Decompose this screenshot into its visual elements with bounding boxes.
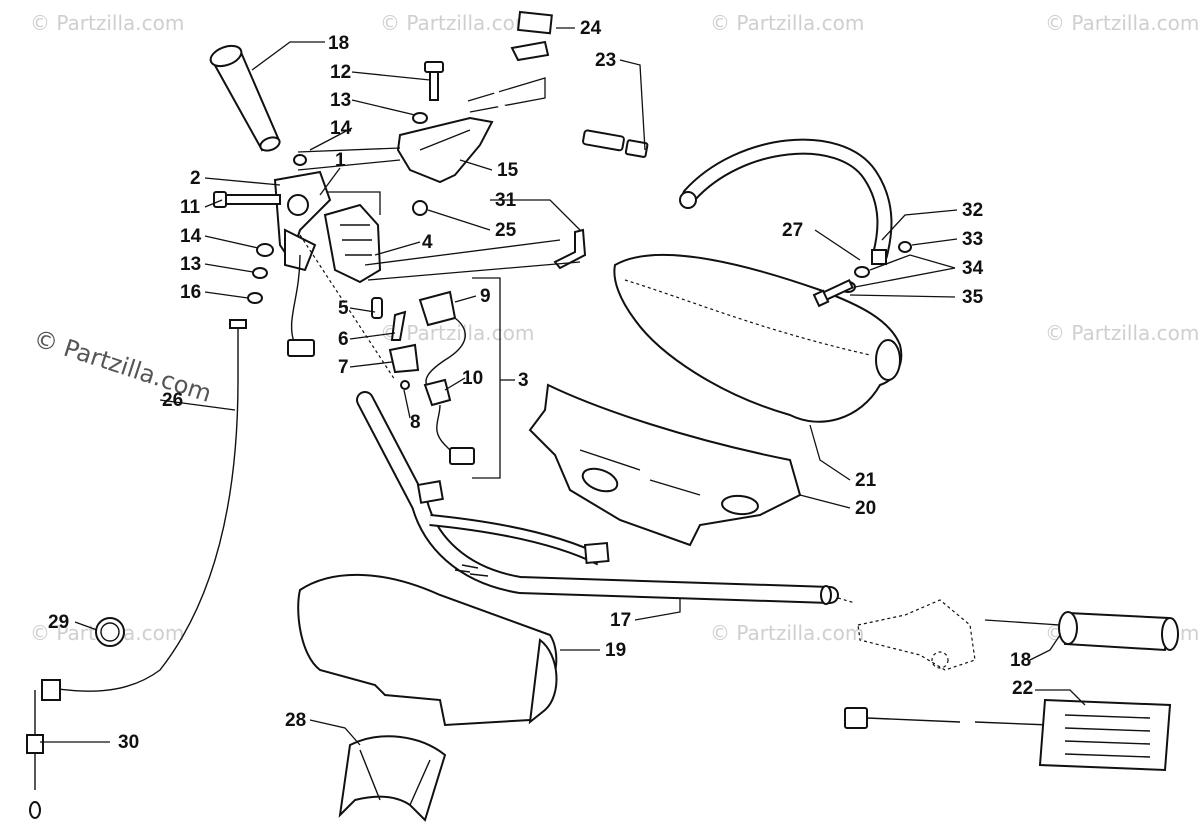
callout-3: 3 <box>518 370 529 391</box>
watermark: © Partzilla.com <box>380 321 534 345</box>
callout-2: 2 <box>190 168 201 189</box>
cable-26 <box>26 319 247 819</box>
grip-right <box>984 611 1179 652</box>
callout-35: 35 <box>962 287 984 308</box>
callout-16: 16 <box>180 282 201 303</box>
callout-30: 30 <box>118 732 139 753</box>
callout-32: 32 <box>962 200 983 221</box>
callout-14: 14 <box>180 226 202 247</box>
washer-34 <box>854 266 870 278</box>
callout-6: 6 <box>338 329 349 350</box>
bolt-11 <box>213 191 281 208</box>
watermark: © Partzilla.com <box>710 11 864 35</box>
bolt-12 <box>293 61 444 166</box>
watermark-prominent: © Partzilla.com <box>30 324 215 408</box>
watermark: © Partzilla.com <box>380 11 534 35</box>
screw-8 <box>400 380 410 390</box>
callout-25: 25 <box>495 220 517 241</box>
callout-29: 29 <box>48 612 69 633</box>
watermark-group: © Partzilla.com © Partzilla.com © Partzi… <box>30 11 1199 645</box>
switch-9 <box>418 290 466 391</box>
callout-24: 24 <box>580 18 602 39</box>
callout-21: 21 <box>855 470 877 491</box>
pad-24 <box>517 10 553 35</box>
heater-harness-22 <box>844 698 1172 772</box>
pad-20 <box>528 383 802 547</box>
nut-16 <box>247 292 263 304</box>
clamp-29 <box>95 617 125 647</box>
callout-26: 26 <box>162 390 183 411</box>
harness-10 <box>423 378 475 465</box>
hand-guard-21 <box>613 253 903 423</box>
watermark: © Partzilla.com <box>1045 11 1199 35</box>
callout-31: 31 <box>495 190 517 211</box>
callout-12: 12 <box>330 62 351 83</box>
callout-18: 18 <box>1010 650 1031 671</box>
callout-5: 5 <box>338 298 349 319</box>
brake-lever-15 <box>396 116 494 216</box>
handlebar-17 <box>356 391 839 605</box>
callout-7: 7 <box>338 357 349 378</box>
callout-13: 13 <box>330 90 351 111</box>
callout-17: 17 <box>610 610 631 631</box>
callout-18: 18 <box>328 33 349 54</box>
bracket-31 <box>553 228 587 270</box>
grip-left <box>209 44 281 152</box>
callout-4: 4 <box>422 232 433 253</box>
washer-33 <box>898 241 912 253</box>
callout-27: 27 <box>782 220 803 241</box>
callout-22: 22 <box>1012 678 1033 699</box>
callout-8: 8 <box>410 412 421 433</box>
callout-9: 9 <box>480 286 491 307</box>
callout-14: 14 <box>330 118 352 139</box>
callout-20: 20 <box>855 498 876 519</box>
strap-28 <box>338 735 447 822</box>
callout-11: 11 <box>180 197 201 218</box>
callout-23: 23 <box>595 50 616 71</box>
cable-23 <box>493 40 649 158</box>
spring-6 <box>390 310 407 341</box>
callout-10: 10 <box>462 368 483 389</box>
watermark: © Partzilla.com <box>710 621 864 645</box>
throttle-ghost-right <box>837 597 976 671</box>
callout-15: 15 <box>497 160 519 181</box>
callout-34: 34 <box>962 258 984 279</box>
clip-7 <box>388 343 420 374</box>
callout-1: 1 <box>335 150 346 171</box>
leader-lines <box>40 27 1086 746</box>
callout-33: 33 <box>962 229 983 250</box>
watermark: © Partzilla.com <box>30 11 184 35</box>
cable-32 <box>679 138 893 265</box>
throttle-housing <box>273 170 382 284</box>
callout-13: 13 <box>180 254 201 275</box>
pad-19 <box>297 573 558 727</box>
washer-13 <box>252 267 268 279</box>
pin-5 <box>371 297 383 319</box>
callout-28: 28 <box>285 710 306 731</box>
bolt-35 <box>812 278 854 308</box>
washer-14 <box>256 243 274 257</box>
watermark: © Partzilla.com <box>1045 321 1199 345</box>
callout-19: 19 <box>605 640 626 661</box>
callout-labels: 18 12 13 14 1 2 11 14 13 16 24 23 15 31 … <box>48 18 1033 753</box>
